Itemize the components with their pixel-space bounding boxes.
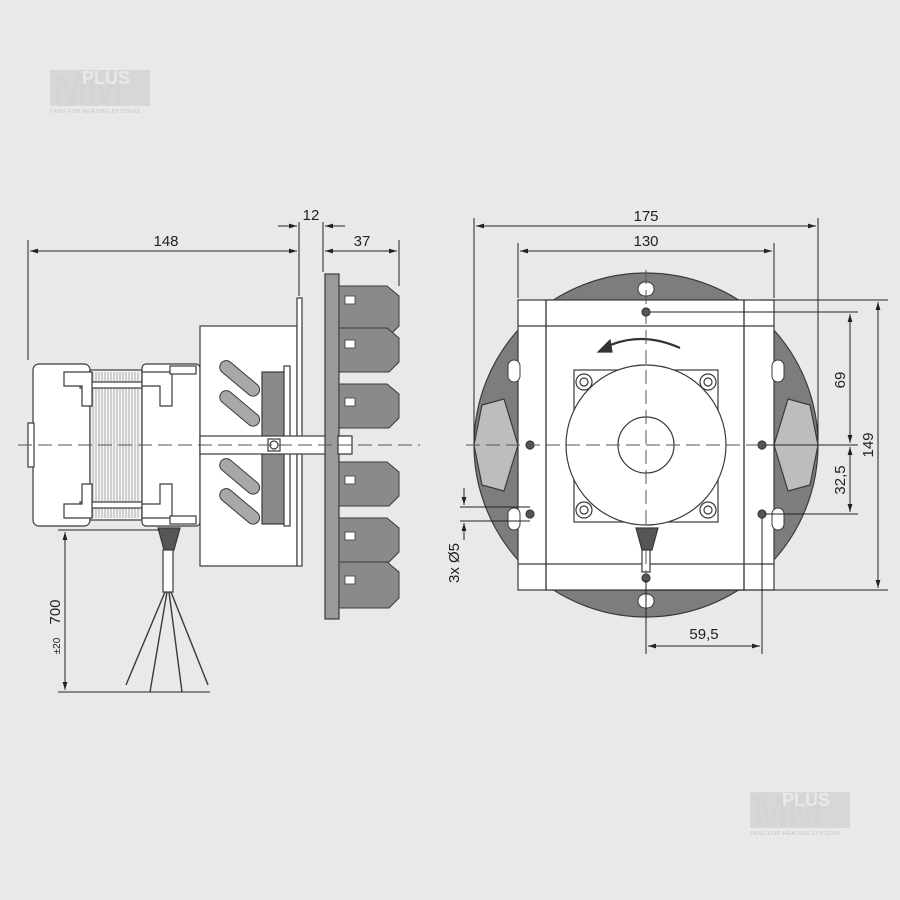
logo-word: PLUS [82, 68, 130, 88]
wires [125, 591, 209, 693]
dim-flange: 12 [303, 207, 320, 224]
cooling-slots [219, 360, 261, 525]
logo-word: PLUS [782, 790, 830, 810]
dim-outer-diameter: 175 [633, 208, 658, 225]
dim-impeller: 37 [354, 233, 371, 250]
dim-motor-length: 148 [153, 233, 178, 250]
cable-gland [157, 527, 181, 551]
clamp [63, 371, 93, 407]
dim-hole-height-mid: 69 [832, 372, 849, 389]
dim-square: 130 [633, 233, 658, 250]
motor-stator [89, 369, 143, 521]
cable [162, 549, 174, 593]
dim-hole-horizontal: 59,5 [689, 626, 718, 643]
dim-hole-offset: 32,5 [832, 465, 849, 494]
dim-cable-length: 700 [47, 599, 64, 624]
dim-holes: 3x Ø5 [446, 543, 463, 583]
logo-mark: MM [52, 65, 121, 114]
side-dimensions [27, 222, 400, 693]
brand-logo-top: MM PLUS FANS FOR HEATING SYSTEMS [50, 65, 150, 115]
logo-mark: MM [752, 787, 821, 836]
front-dimensions [460, 218, 888, 654]
dim-hole-height-total: 149 [860, 432, 877, 457]
clamp [63, 483, 93, 519]
flange-plate [324, 273, 340, 620]
dim-cable-tolerance: ±20 [52, 637, 63, 654]
brand-logo-bottom: MM PLUS FANS FOR HEATING SYSTEMS [750, 787, 850, 837]
logo-tagline: FANS FOR HEATING SYSTEMS [50, 109, 140, 115]
cable-gland-front [635, 527, 659, 551]
dim-cable-group: 700 ±20 [47, 599, 64, 654]
logo-tagline: FANS FOR HEATING SYSTEMS [750, 831, 840, 837]
side-view [18, 273, 420, 693]
